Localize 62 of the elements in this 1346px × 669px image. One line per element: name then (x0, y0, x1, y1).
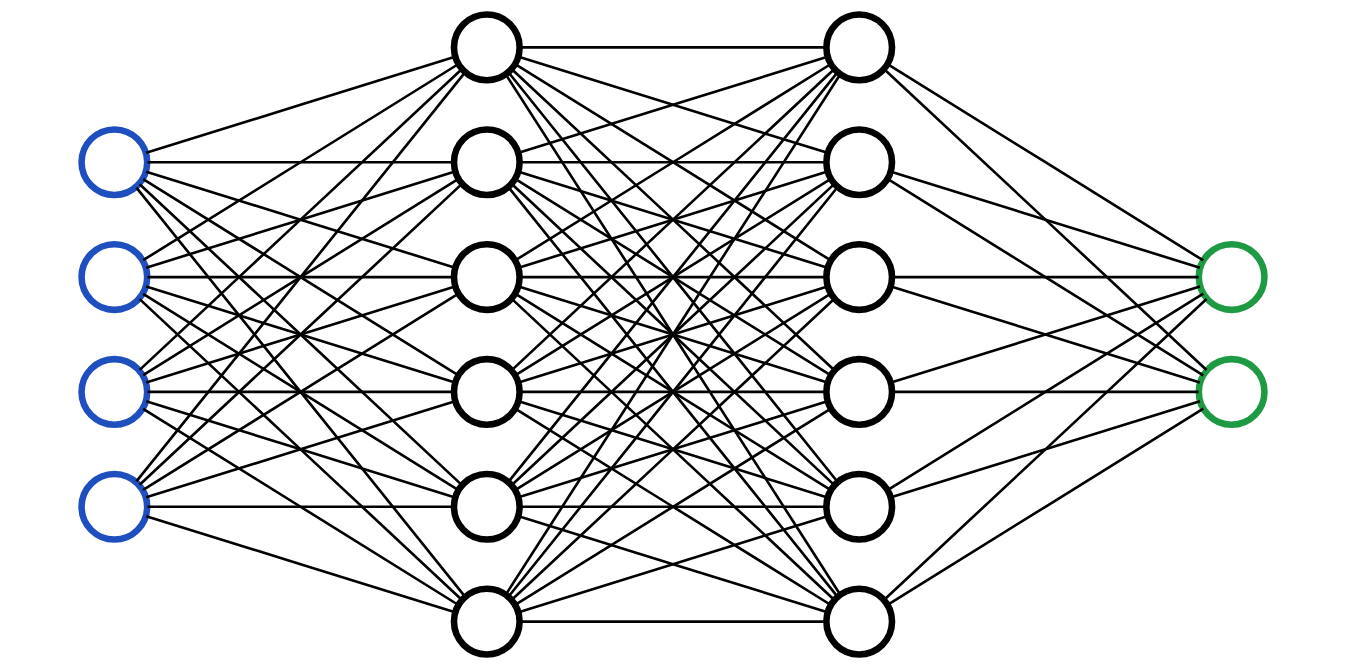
connector (518, 55, 828, 155)
connector (519, 275, 827, 279)
connector (138, 298, 463, 601)
node-circle (450, 11, 523, 84)
connector (519, 620, 827, 623)
node-circle (823, 11, 896, 84)
node-circle (78, 470, 151, 543)
connector (518, 400, 828, 499)
connector (518, 285, 828, 384)
connector (511, 68, 835, 371)
connector (519, 390, 827, 394)
connector (890, 285, 1201, 384)
connector (883, 68, 1208, 371)
connector (145, 285, 456, 384)
connector (507, 186, 839, 598)
connector (145, 400, 456, 499)
node-circle (823, 355, 896, 428)
connector (887, 407, 1204, 606)
node-circle (78, 126, 151, 199)
connector (519, 505, 827, 509)
node-circle (823, 241, 896, 314)
connector (518, 514, 828, 614)
connector (511, 183, 835, 486)
node-circle (450, 355, 523, 428)
connector (507, 71, 839, 483)
node-circle (1195, 355, 1268, 428)
connector (504, 73, 842, 596)
connector (887, 292, 1204, 491)
connector (890, 400, 1201, 499)
node-circle (823, 585, 896, 658)
connector (145, 170, 456, 269)
connector (892, 390, 1199, 394)
connector (147, 390, 454, 394)
connector (145, 514, 456, 614)
node-circle (450, 470, 523, 543)
connector (511, 298, 835, 601)
connector (135, 71, 466, 483)
connector (142, 407, 460, 607)
connector (147, 160, 454, 164)
node-circle (450, 585, 523, 658)
node-circle (450, 126, 523, 199)
connector (883, 298, 1208, 601)
connector (519, 46, 827, 49)
connector (887, 63, 1204, 262)
connector (142, 62, 460, 262)
connector (887, 178, 1204, 377)
connector (145, 55, 456, 155)
node-circle (823, 470, 896, 543)
connector (147, 275, 454, 279)
connector (519, 160, 827, 164)
node-circle (450, 241, 523, 314)
connector (138, 68, 463, 371)
node-circle (823, 126, 896, 199)
node-circle (78, 355, 151, 428)
node-circle (1195, 241, 1268, 314)
connector (138, 183, 463, 486)
connector (890, 170, 1201, 269)
node-circle (78, 241, 151, 314)
connector (518, 170, 828, 269)
connector (892, 275, 1199, 279)
connector (147, 505, 454, 509)
connector (135, 186, 466, 598)
